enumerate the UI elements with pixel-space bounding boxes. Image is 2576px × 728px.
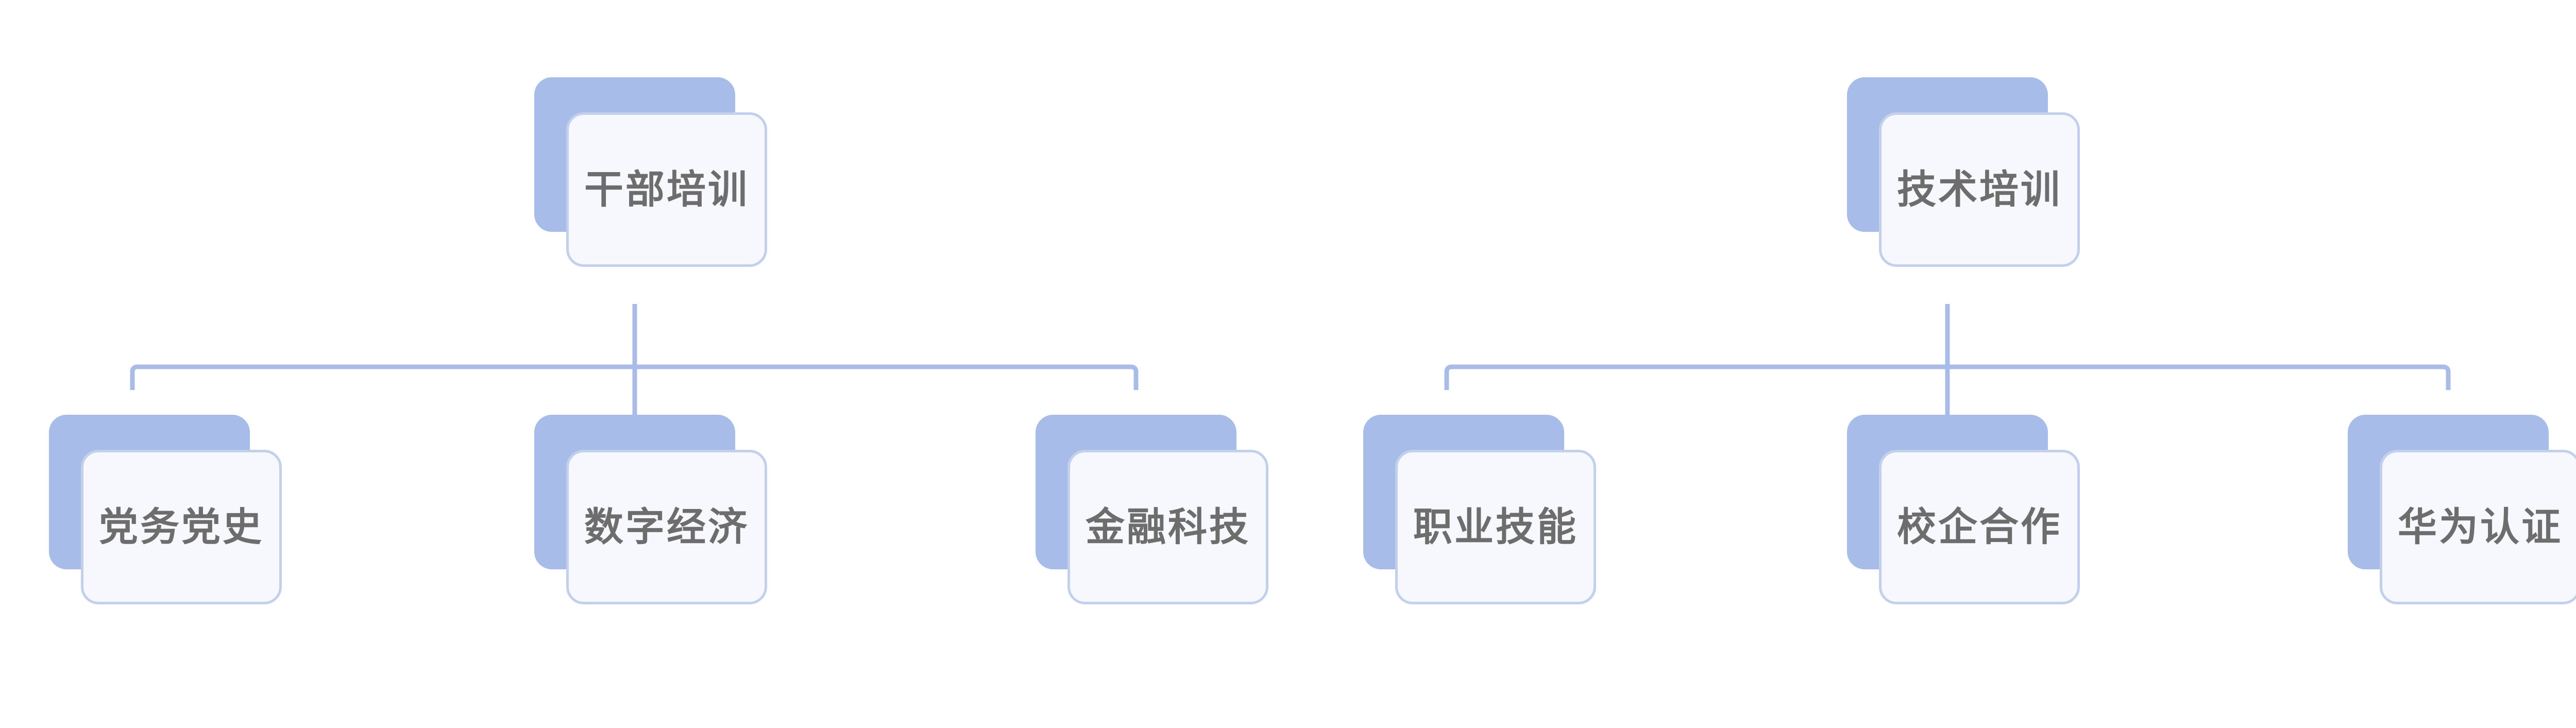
node-card[interactable]: 华为认证 xyxy=(2380,450,2576,604)
node-label: 党务党史 xyxy=(99,504,264,550)
node-card[interactable]: 技术培训 xyxy=(1879,112,2080,267)
connectors-cluster-1 xyxy=(130,304,1139,418)
node-card[interactable]: 校企合作 xyxy=(1879,450,2080,604)
node-label: 技术培训 xyxy=(1897,166,2062,212)
node-card[interactable]: 职业技能 xyxy=(1395,450,1596,604)
node-label: 金融科技 xyxy=(1086,504,1250,550)
connectors-cluster-2 xyxy=(1444,304,2451,418)
node-label: 职业技能 xyxy=(1413,504,1578,550)
node-card[interactable]: 干部培训 xyxy=(566,112,767,267)
node-card[interactable]: 党务党史 xyxy=(81,450,282,604)
node-card[interactable]: 金融科技 xyxy=(1067,450,1268,604)
node-card[interactable]: 数字经济 xyxy=(566,450,767,604)
node-label: 数字经济 xyxy=(584,504,749,550)
node-label: 华为认证 xyxy=(2398,504,2563,550)
node-label: 干部培训 xyxy=(584,166,749,212)
connector-branch-bar-2 xyxy=(1444,364,2451,390)
connector-branch-bar-1 xyxy=(130,364,1139,390)
node-label: 校企合作 xyxy=(1897,504,2062,550)
